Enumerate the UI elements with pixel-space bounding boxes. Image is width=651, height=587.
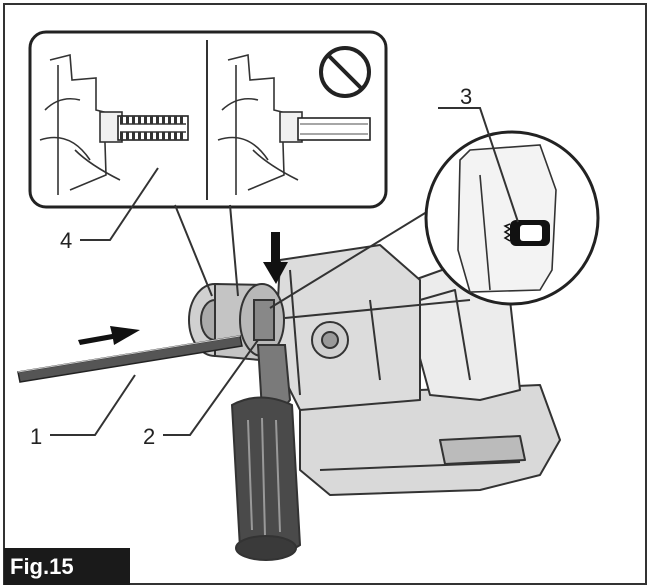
outer-frame: [3, 3, 647, 585]
incorrect-insertion-detail: [217, 53, 371, 195]
correct-insertion-detail: [39, 53, 189, 195]
callout-4: 4: [60, 228, 72, 253]
drill-bit: [17, 335, 243, 383]
side-grip: [230, 344, 302, 561]
no-entry-icon: [319, 46, 371, 98]
figure-label: Fig.15: [4, 548, 130, 585]
callout-leaders: [50, 107, 519, 436]
inset-leader-lines: [174, 204, 239, 297]
top-inset-panel: [28, 30, 388, 209]
push-arrow: [263, 232, 288, 284]
callout-2: 2: [143, 424, 155, 449]
insertion-arrow: [78, 326, 140, 345]
circular-inset: [269, 130, 600, 319]
callout-3: 3: [460, 84, 472, 109]
callout-1: 1: [30, 424, 42, 449]
